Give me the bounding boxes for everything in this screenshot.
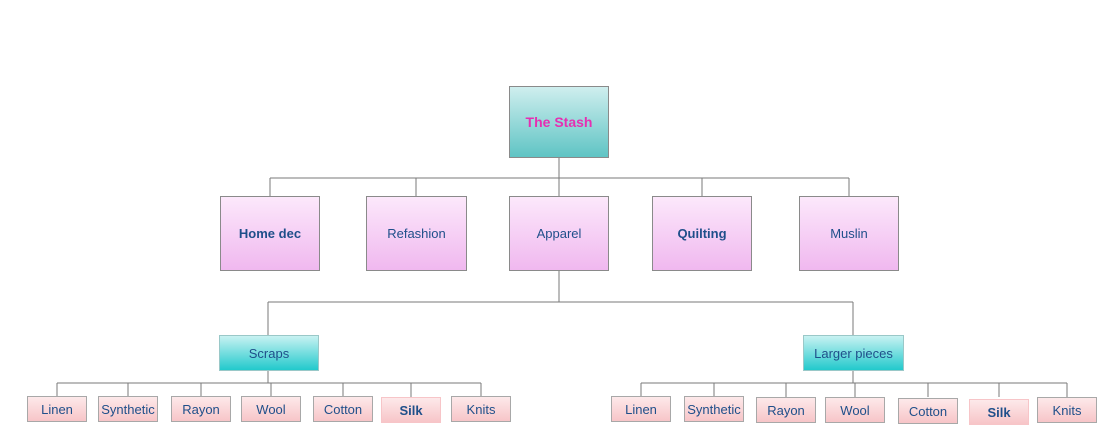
leaf-label: Synthetic — [687, 401, 741, 417]
scraps-item-silk: Silk — [381, 397, 441, 423]
group-larger-pieces: Larger pieces — [803, 335, 904, 371]
group-label: Scraps — [248, 345, 290, 361]
leaf-label: Linen — [625, 401, 657, 417]
leaf-label: Synthetic — [101, 401, 155, 417]
category-quilting: Quilting — [652, 196, 752, 271]
leaf-label: Linen — [41, 401, 73, 417]
scraps-item-knits: Knits — [451, 396, 511, 422]
leaf-label: Silk — [399, 402, 423, 418]
leaf-label: Rayon — [767, 402, 805, 418]
group-scraps: Scraps — [219, 335, 319, 371]
leaf-label: Wool — [840, 402, 870, 418]
larger-item-cotton: Cotton — [898, 398, 958, 424]
leaf-label: Silk — [987, 404, 1011, 420]
category-refashion: Refashion — [366, 196, 467, 271]
category-label: Quilting — [677, 226, 727, 241]
scraps-item-rayon: Rayon — [171, 396, 231, 422]
category-muslin: Muslin — [799, 196, 899, 271]
scraps-item-wool: Wool — [241, 396, 301, 422]
scraps-item-synthetic: Synthetic — [98, 396, 158, 422]
larger-item-knits: Knits — [1037, 397, 1097, 423]
scraps-item-linen: Linen — [27, 396, 87, 422]
category-label: Home dec — [238, 226, 302, 241]
scraps-item-cotton: Cotton — [313, 396, 373, 422]
category-label: Muslin — [830, 226, 868, 241]
larger-item-silk: Silk — [969, 399, 1029, 425]
leaf-label: Rayon — [182, 401, 220, 417]
larger-item-synthetic: Synthetic — [684, 396, 744, 422]
category-label: Apparel — [536, 226, 582, 241]
larger-item-wool: Wool — [825, 397, 885, 423]
root-node: The Stash — [509, 86, 609, 158]
group-label: Larger pieces — [814, 345, 893, 361]
category-label: Refashion — [387, 226, 446, 241]
larger-item-linen: Linen — [611, 396, 671, 422]
leaf-label: Wool — [256, 401, 286, 417]
leaf-label: Cotton — [908, 403, 948, 419]
root-label: The Stash — [525, 114, 593, 130]
leaf-label: Knits — [1052, 402, 1082, 418]
category-home-dec: Home dec — [220, 196, 320, 271]
leaf-label: Cotton — [323, 401, 363, 417]
larger-item-rayon: Rayon — [756, 397, 816, 423]
category-apparel: Apparel — [509, 196, 609, 271]
leaf-label: Knits — [466, 401, 496, 417]
